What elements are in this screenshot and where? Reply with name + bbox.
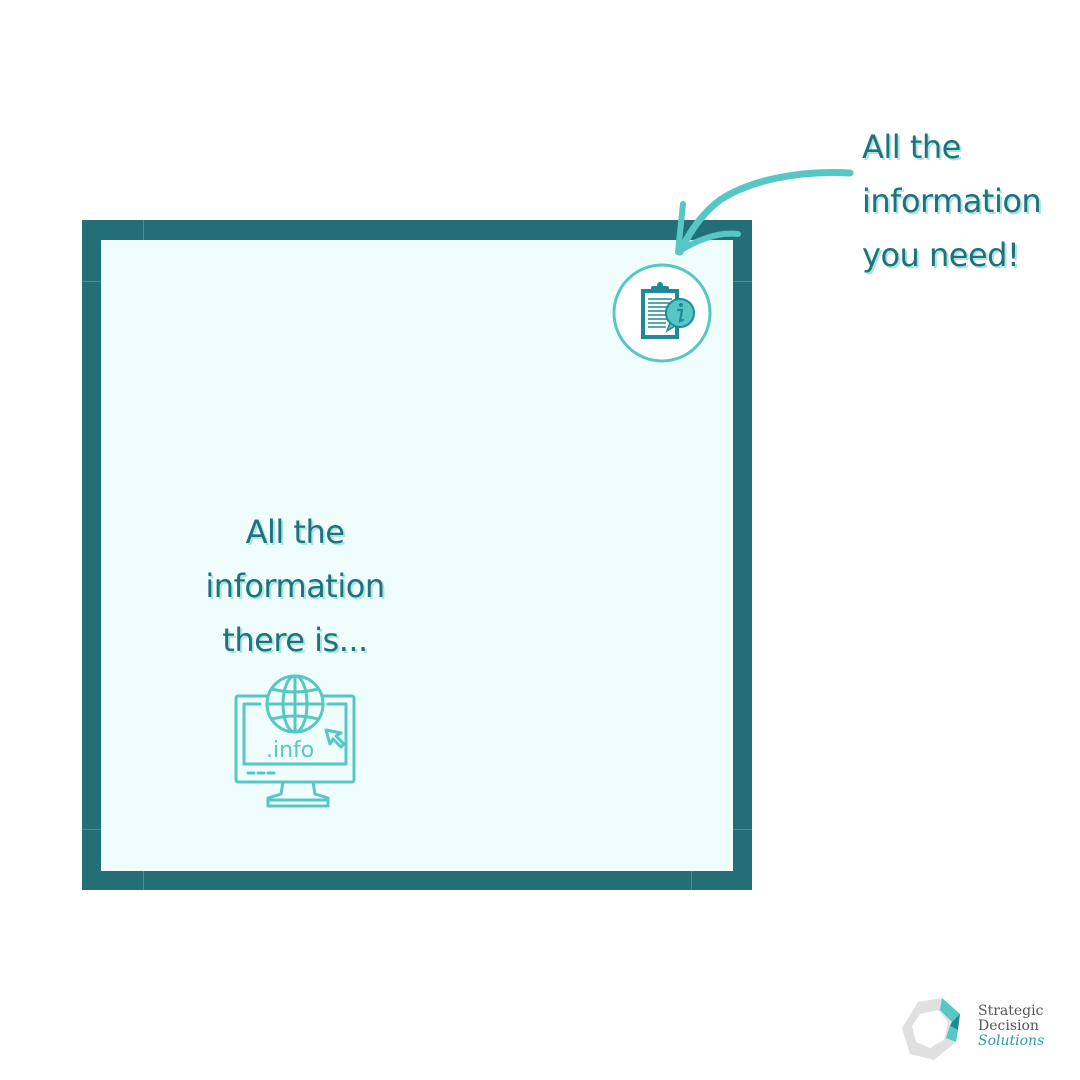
panel-heading-line: information (205, 567, 385, 605)
panel-heading-line: All the (245, 513, 345, 551)
clipboard-info-icon (612, 263, 712, 363)
computer-globe-info-icon: .info (234, 674, 356, 808)
logo-line: Strategic (978, 1003, 1044, 1019)
hexagon-logo-icon (902, 998, 960, 1060)
panel-heading-line: there is... (222, 621, 368, 659)
frame-seam (733, 829, 752, 830)
callout-heading-line: information (862, 182, 1042, 220)
info-label: .info (266, 738, 314, 763)
company-logo-text: Strategic Decision Solutions (978, 1004, 1044, 1049)
frame-seam (143, 871, 144, 890)
frame-seam (691, 871, 692, 890)
frame-seam (143, 220, 144, 240)
logo-line: Decision (978, 1018, 1039, 1034)
callout-heading-line: you need! (862, 236, 1020, 274)
panel-heading: All the information there is... (190, 505, 400, 667)
frame-seam (82, 281, 101, 282)
frame-seam (82, 829, 101, 830)
callout-heading: All the information you need! (862, 120, 1042, 282)
logo-line: Solutions (978, 1033, 1045, 1049)
callout-heading-line: All the (862, 128, 961, 166)
frame-seam (733, 281, 752, 282)
curved-arrow-icon (675, 169, 854, 256)
